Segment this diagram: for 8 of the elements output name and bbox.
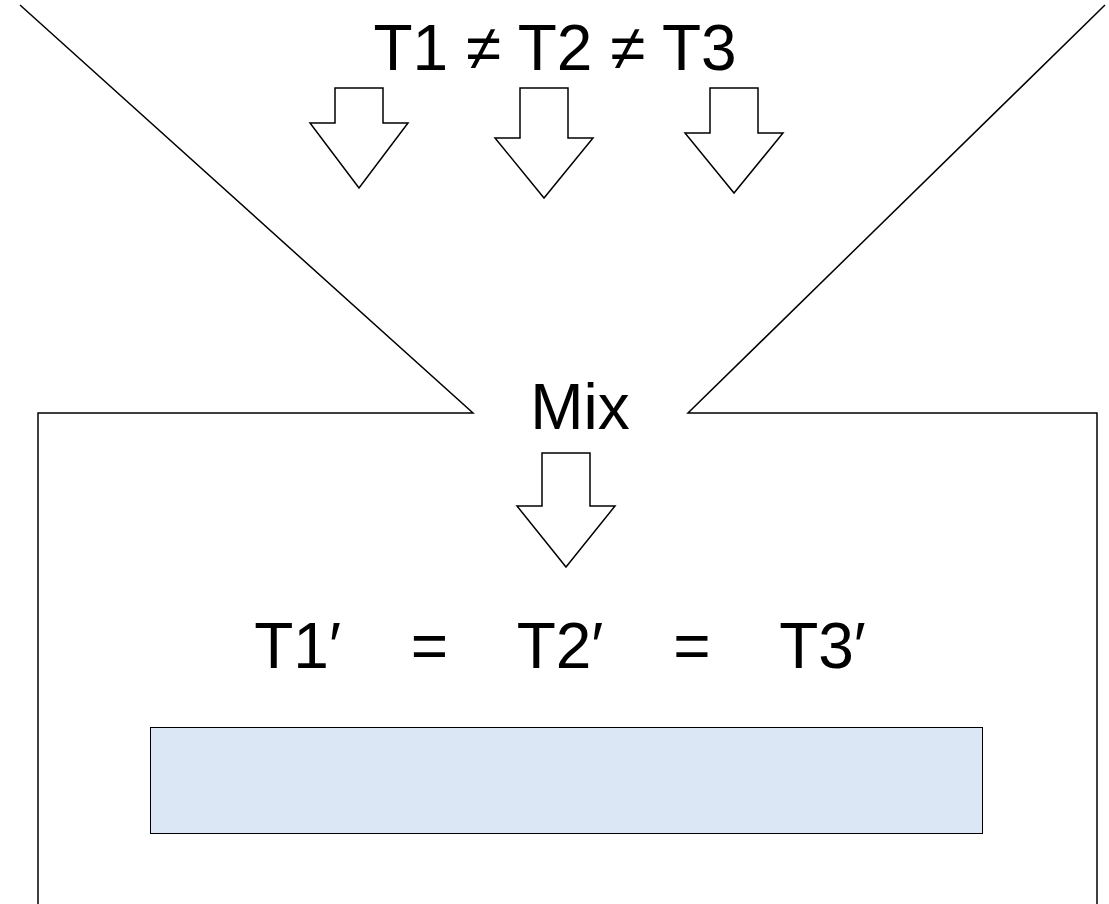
formula-text: T1 ≠ T2 ≠ T3: [373, 16, 737, 80]
block-arrow: [493, 87, 595, 200]
block-arrow: [683, 87, 785, 195]
formula-text: T1′ = T2′ = T3′: [254, 614, 866, 678]
formula-text: Mix: [530, 374, 630, 439]
shaded-bar: [150, 727, 983, 834]
block-arrow: [515, 452, 617, 569]
block-arrow: [308, 87, 410, 190]
